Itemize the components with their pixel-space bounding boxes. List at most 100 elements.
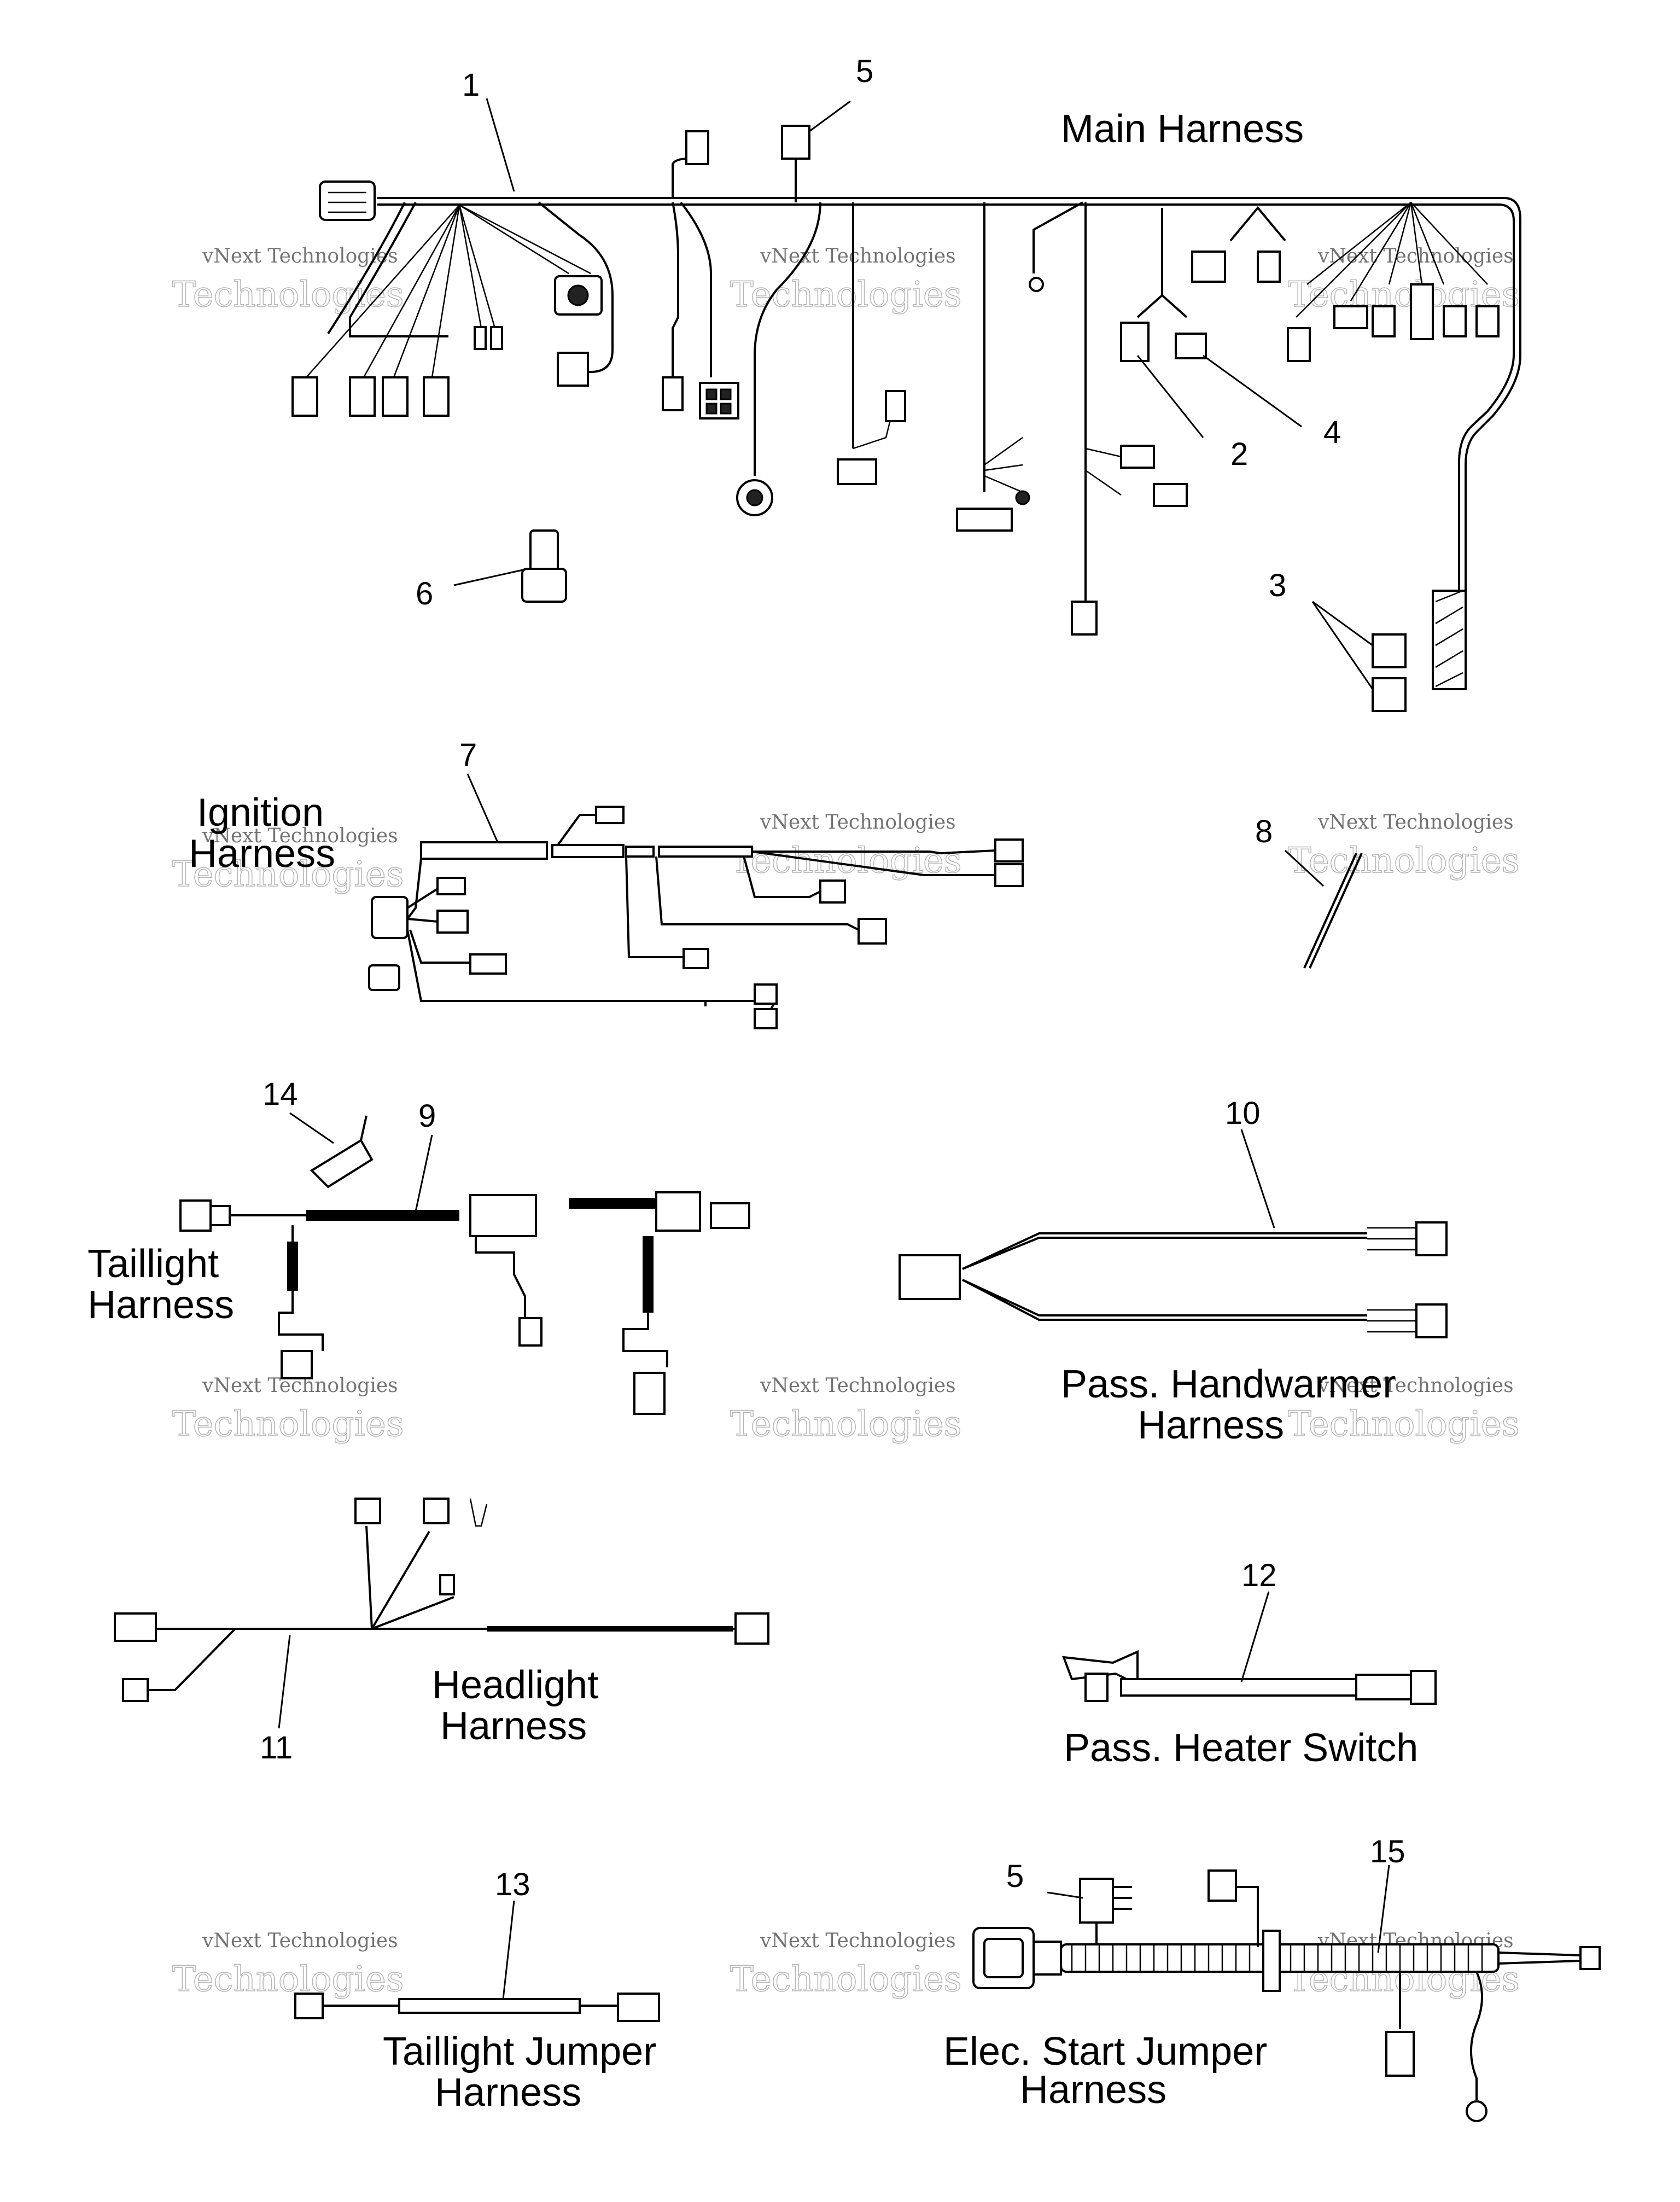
connector <box>1410 1670 1437 1705</box>
clip <box>310 1139 374 1189</box>
pass-handwarmer-harness: Pass. Handwarmer Harness 10 <box>899 1096 1448 1447</box>
connector <box>490 326 503 350</box>
taillight-jumper-harness: Taillight Jumper Harness 13 <box>294 1867 660 2114</box>
connector <box>291 376 318 417</box>
connector <box>122 1678 149 1702</box>
connector <box>662 376 684 411</box>
callout-9: 9 <box>418 1098 436 1134</box>
svg-text:vNext Technologies: vNext Technologies <box>760 1374 956 1397</box>
callout-11: 11 <box>260 1730 293 1766</box>
svg-text:Technologies: Technologies <box>1288 841 1520 881</box>
svg-text:vNext Technologies: vNext Technologies <box>760 245 956 267</box>
callout-10: 10 <box>1225 1096 1261 1131</box>
svg-text:vNext Technologies: vNext Technologies <box>202 245 398 267</box>
connector <box>1191 251 1226 283</box>
ignition-harness-title: Ignition <box>197 791 324 835</box>
connector <box>294 1993 324 2019</box>
heater-switch-title: Pass. Heater Switch <box>1064 1726 1418 1770</box>
svg-text:Technologies: Technologies <box>730 1959 962 2000</box>
connector <box>1372 305 1396 337</box>
connector <box>1410 283 1434 340</box>
connector <box>474 326 487 350</box>
callout-15: 15 <box>1370 1834 1405 1869</box>
svg-text:Harness: Harness <box>435 2071 581 2114</box>
taillight-jumper-title: Taillight Jumper <box>383 2030 656 2073</box>
callout-7: 7 <box>459 737 477 773</box>
connector <box>682 948 709 969</box>
connector <box>354 1498 381 1524</box>
taillight-harness-title: Taillight <box>88 1242 219 1286</box>
callout-2: 2 <box>1230 436 1248 472</box>
connector <box>994 838 1024 863</box>
connector <box>837 458 877 485</box>
connector <box>710 1202 750 1229</box>
connector <box>436 877 466 895</box>
connector <box>382 376 409 417</box>
connector <box>423 376 450 417</box>
connector <box>899 1254 961 1300</box>
svg-text:Harness: Harness <box>88 1283 234 1327</box>
connector <box>1385 2031 1415 2077</box>
handwarmer-harness-title: Pass. Handwarmer <box>1061 1362 1396 1406</box>
connector <box>1443 305 1467 337</box>
connector <box>1120 445 1155 469</box>
svg-text:vNext Technologies: vNext Technologies <box>1317 811 1514 834</box>
connector <box>1372 677 1407 712</box>
svg-text:vNext Technologies: vNext Technologies <box>1317 1374 1514 1397</box>
callout-13: 13 <box>495 1867 530 1902</box>
main-harness: Main Harness <box>291 54 1521 712</box>
connector <box>819 879 846 904</box>
svg-text:vNext Technologies: vNext Technologies <box>760 811 956 834</box>
connector <box>685 130 709 165</box>
callout-8: 8 <box>1255 814 1273 849</box>
pass-heater-switch: Pass. Heater Switch 12 <box>1061 1558 1437 1770</box>
connector <box>1071 601 1098 636</box>
callout-1: 1 <box>462 67 480 103</box>
connector <box>1579 1946 1601 1970</box>
connector <box>371 896 409 939</box>
svg-text:vNext Technologies: vNext Technologies <box>1317 245 1514 267</box>
connector <box>1257 251 1281 283</box>
svg-text:Technologies: Technologies <box>172 1404 404 1444</box>
connector <box>281 1350 313 1379</box>
svg-text:Technologies: Technologies <box>730 275 962 315</box>
elec-start-jumper-harness: Elec. Start Jumper Harness 5 15 <box>943 1834 1601 2122</box>
headlight-harness: Headlight Harness 11 <box>114 1498 769 1766</box>
connector <box>368 964 400 991</box>
callout-6: 6 <box>416 576 433 611</box>
callout-14: 14 <box>262 1076 298 1112</box>
connector <box>885 390 906 422</box>
item-8-wire: 8 <box>1255 814 1363 969</box>
connector <box>617 1993 660 2022</box>
svg-text:vNext Technologies: vNext Technologies <box>202 1930 398 1952</box>
svg-text:Technologies: Technologies <box>730 1404 962 1444</box>
callout-4: 4 <box>1323 415 1341 450</box>
connector <box>349 376 376 417</box>
svg-text:Harness: Harness <box>440 1704 587 1748</box>
headlight-harness-title: Headlight <box>432 1663 598 1707</box>
svg-text:Technologies: Technologies <box>172 1959 404 2000</box>
ignition-harness: Ignition Harness 7 <box>189 737 1024 1029</box>
connector <box>1415 1221 1448 1256</box>
connector <box>1333 305 1368 329</box>
connector <box>1287 327 1311 362</box>
connector <box>1208 1869 1237 1902</box>
connector <box>114 1612 157 1642</box>
connector <box>1120 322 1150 362</box>
connector-block <box>1432 590 1467 690</box>
svg-text:Harness: Harness <box>189 832 335 876</box>
connector <box>436 910 469 934</box>
svg-text:Technologies: Technologies <box>172 854 404 895</box>
taillight-harness: Taillight Harness 9 14 <box>88 1076 750 1415</box>
ecu-connector <box>319 180 376 221</box>
connector <box>754 1008 778 1029</box>
connector <box>469 953 507 975</box>
